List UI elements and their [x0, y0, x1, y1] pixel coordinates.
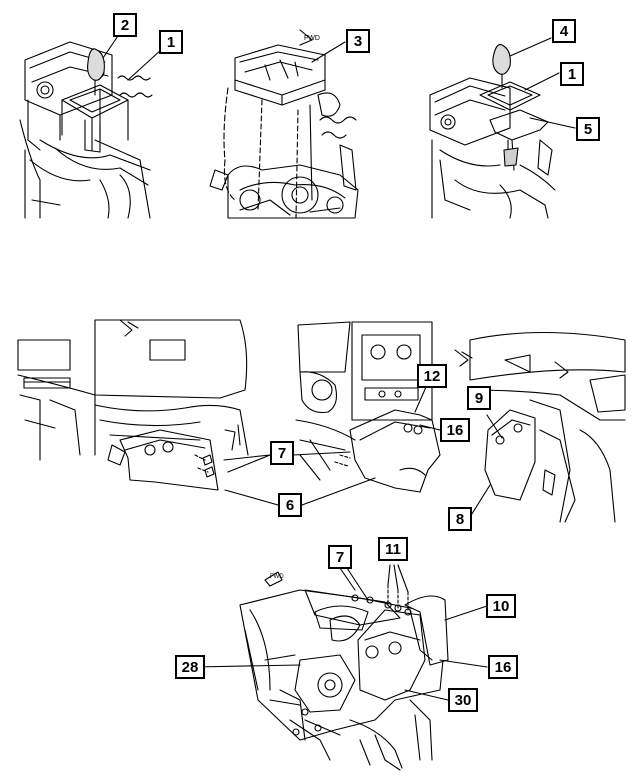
svg-text:FWD: FWD — [270, 574, 284, 580]
svg-text:FWD: FWD — [304, 35, 320, 42]
callout-5: 5 — [576, 117, 600, 141]
panel-shifter-mechanism: FWD — [209, 29, 359, 219]
callout-7: 7 — [270, 441, 294, 465]
leader-lines — [102, 26, 576, 701]
callout-11: 11 — [378, 537, 408, 561]
callout-3: 3 — [346, 29, 370, 53]
panel-shifter-bezel — [19, 41, 153, 219]
panel-shift-knob-boot — [429, 43, 556, 219]
callout-8: 8 — [448, 507, 472, 531]
callout-16: 16 — [440, 418, 470, 442]
panel-center-console-side — [295, 321, 473, 493]
callout-30: 30 — [448, 688, 478, 712]
callout-7: 7 — [328, 545, 352, 569]
callout-1: 1 — [560, 62, 584, 86]
callout-9: 9 — [467, 386, 491, 410]
callout-1: 1 — [159, 30, 183, 54]
callout-6: 6 — [278, 493, 302, 517]
callout-16: 16 — [488, 655, 518, 679]
callout-4: 4 — [552, 19, 576, 43]
panel-console-assembly: FWD — [239, 571, 449, 771]
callout-12: 12 — [417, 364, 447, 388]
callout-10: 10 — [486, 594, 516, 618]
callout-28: 28 — [175, 655, 205, 679]
callout-2: 2 — [113, 13, 137, 37]
panel-right-console-side — [469, 331, 626, 523]
panel-left-console-side — [17, 319, 249, 491]
